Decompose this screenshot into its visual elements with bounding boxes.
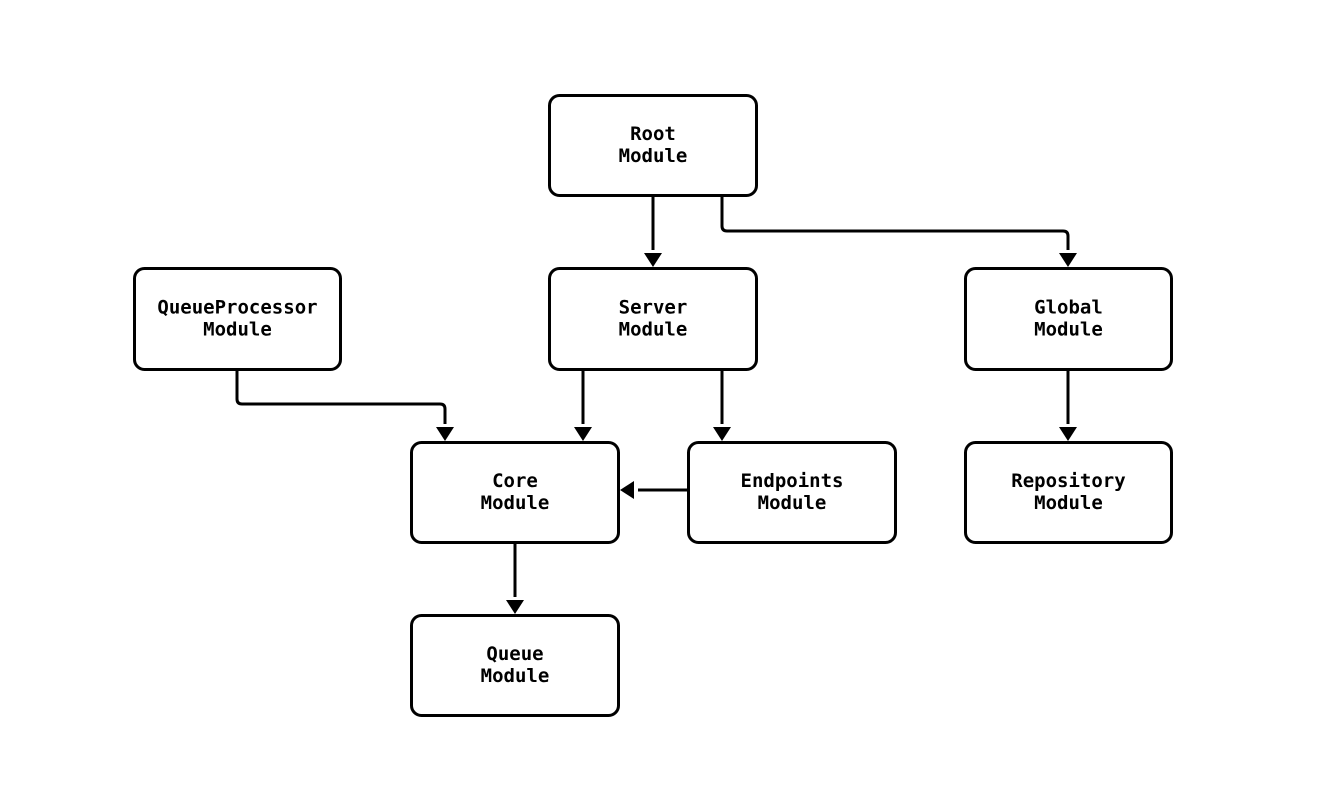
- edge-server-to-endpoints: [713, 371, 731, 441]
- root-module-node-rect[interactable]: [548, 94, 758, 197]
- edge-root-to-global-arrowhead-icon: [1059, 253, 1077, 267]
- edge-root-to-global-line: [720, 197, 1070, 250]
- edge-queueprocessor-to-core: [235, 371, 454, 441]
- edges-layer: [235, 197, 1077, 614]
- edge-queueprocessor-to-core-line: [235, 371, 447, 424]
- global-module-node-label-line1: Global: [1034, 297, 1103, 319]
- endpoints-module-node-label-line2: Module: [758, 492, 827, 514]
- edge-endpoints-to-core: [620, 481, 687, 499]
- nodes-layer: RootModuleQueueProcessorModuleServerModu…: [133, 94, 1173, 717]
- server-module-node-label-line1: Server: [619, 297, 688, 319]
- edge-root-to-server-arrowhead-icon: [644, 253, 662, 267]
- queue-module-node-label-line1: Queue: [486, 643, 543, 665]
- root-module-node-label-line1: Root: [630, 123, 676, 145]
- queue-module-node-label-line2: Module: [481, 665, 550, 687]
- global-module-node-rect[interactable]: [964, 267, 1173, 371]
- core-module-node-label-line1: Core: [492, 470, 538, 492]
- edge-root-to-global: [720, 197, 1077, 267]
- edge-server-to-core-arrowhead-icon: [574, 427, 592, 441]
- edge-server-to-core: [574, 371, 592, 441]
- queueprocessor-module-node-label-line2: Module: [203, 319, 272, 341]
- edge-queueprocessor-to-core-arrowhead-icon: [436, 427, 454, 441]
- repository-module-node-rect[interactable]: [964, 441, 1173, 544]
- repository-module-node-label-line2: Module: [1034, 492, 1103, 514]
- global-module-node-label-line2: Module: [1034, 319, 1103, 341]
- server-module-node-label-line2: Module: [619, 319, 688, 341]
- edge-root-to-server: [644, 197, 662, 267]
- queueprocessor-module-node-rect[interactable]: [133, 267, 342, 371]
- edge-core-to-queue: [506, 544, 524, 614]
- endpoints-module-node-label-line1: Endpoints: [741, 470, 844, 492]
- endpoints-module-node-rect[interactable]: [687, 441, 897, 544]
- edge-core-to-queue-arrowhead-icon: [506, 600, 524, 614]
- core-module-node-label-line2: Module: [481, 492, 550, 514]
- repository-module-node-label-line1: Repository: [1011, 470, 1125, 492]
- core-module-node-rect[interactable]: [410, 441, 620, 544]
- root-module-node-label-line2: Module: [619, 145, 688, 167]
- edge-global-to-repository-arrowhead-icon: [1059, 427, 1077, 441]
- edge-server-to-endpoints-arrowhead-icon: [713, 427, 731, 441]
- edge-endpoints-to-core-arrowhead-icon: [620, 481, 634, 499]
- edge-global-to-repository: [1059, 371, 1077, 441]
- server-module-node-rect[interactable]: [548, 267, 758, 371]
- queueprocessor-module-node-label-line1: QueueProcessor: [157, 297, 317, 319]
- queue-module-node-rect[interactable]: [410, 614, 620, 717]
